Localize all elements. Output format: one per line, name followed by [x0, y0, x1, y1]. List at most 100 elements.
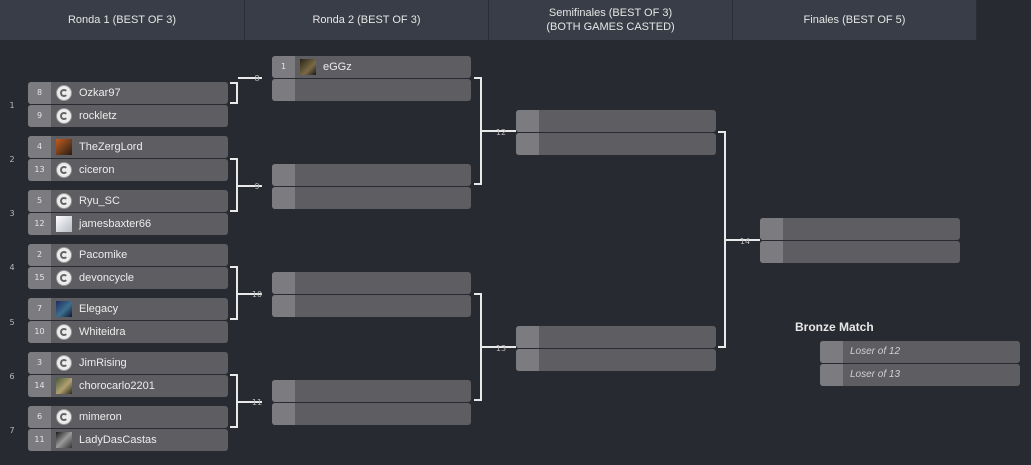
player-slot[interactable]: 2 Pacomike	[28, 244, 228, 266]
player-slot[interactable]	[272, 272, 471, 294]
player-slot[interactable]: 9 rockletz	[28, 105, 228, 127]
match-1[interactable]: 8 Ozkar97 9 rockletz	[28, 82, 228, 128]
round-title: Ronda 1 (BEST OF 3)	[67, 14, 176, 26]
player-name: Ozkar97	[79, 87, 121, 99]
player-slot[interactable]: 3 JimRising	[28, 352, 228, 374]
player-slot[interactable]: Loser of 13	[820, 364, 1020, 386]
seed	[516, 110, 539, 132]
match-13[interactable]	[516, 326, 716, 372]
seed: 15	[28, 267, 51, 289]
player-slot[interactable]: 11 LadyDasCastas	[28, 429, 228, 451]
player-name: Pacomike	[79, 249, 128, 261]
player-slot[interactable]: 12 jamesbaxter66	[28, 213, 228, 235]
seed	[820, 364, 843, 386]
seed: 8	[28, 82, 51, 104]
player-slot[interactable]: 13 ciceron	[28, 159, 228, 181]
seed	[272, 380, 295, 402]
seed: 11	[28, 429, 51, 451]
player-slot[interactable]	[760, 218, 960, 240]
bracket-connector	[230, 158, 238, 212]
player-slot[interactable]	[760, 241, 960, 263]
player-slot[interactable]	[272, 187, 471, 209]
player-slot[interactable]	[516, 133, 716, 155]
bracket-connector	[482, 130, 516, 132]
bracket-connector	[238, 77, 262, 79]
match-12[interactable]	[516, 110, 716, 156]
player-slot[interactable]	[272, 79, 471, 101]
player-slot[interactable]: 4 TheZergLord	[28, 136, 228, 158]
seed	[516, 326, 539, 348]
player-slot[interactable]: 7 Elegacy	[28, 298, 228, 320]
seed: 1	[272, 56, 295, 78]
player-slot[interactable]	[516, 326, 716, 348]
seed	[272, 272, 295, 294]
round-title: Ronda 2 (BEST OF 3)	[312, 14, 421, 26]
bracket-connector	[230, 82, 238, 104]
seed	[272, 187, 295, 209]
match-9[interactable]	[272, 164, 471, 210]
round-subtitle: (BOTH GAMES CASTED)	[546, 21, 675, 33]
player-slot[interactable]: 5 Ryu_SC	[28, 190, 228, 212]
match-14[interactable]	[760, 218, 960, 264]
seed: 3	[28, 352, 51, 374]
player-slot[interactable]	[272, 403, 471, 425]
player-slot[interactable]: 15 devoncycle	[28, 267, 228, 289]
match-number: 10	[251, 290, 263, 299]
player-slot[interactable]	[516, 349, 716, 371]
player-slot[interactable]: Loser of 12	[820, 341, 1020, 363]
default-avatar-icon	[56, 409, 72, 425]
bracket-connector	[230, 374, 238, 428]
player-slot[interactable]	[272, 295, 471, 317]
seed	[820, 341, 843, 363]
seed	[272, 79, 295, 101]
match-number: 3	[9, 209, 15, 218]
match-number: 6	[9, 372, 15, 381]
seed	[760, 218, 783, 240]
bracket-connector	[238, 401, 262, 403]
round-header-4: Finales (BEST OF 5)	[733, 0, 977, 40]
seed: 2	[28, 244, 51, 266]
match-number: 14	[739, 237, 751, 246]
seed: 9	[28, 105, 51, 127]
match-5[interactable]: 7 Elegacy 10 Whiteidra	[28, 298, 228, 344]
default-avatar-icon	[56, 324, 72, 340]
match-number: 7	[9, 426, 15, 435]
match-4[interactable]: 2 Pacomike 15 devoncycle	[28, 244, 228, 290]
seed: 12	[28, 213, 51, 235]
seed: 5	[28, 190, 51, 212]
seed	[516, 349, 539, 371]
default-avatar-icon	[56, 162, 72, 178]
default-avatar-icon	[56, 355, 72, 371]
player-name: jamesbaxter66	[79, 218, 152, 230]
seed	[272, 164, 295, 186]
player-slot[interactable]: 6 mimeron	[28, 406, 228, 428]
match-11[interactable]	[272, 380, 471, 426]
player-name: Ryu_SC	[79, 195, 120, 207]
bronze-match-title: Bronze Match	[795, 320, 874, 334]
player-slot[interactable]: 1 eGGz	[272, 56, 471, 78]
round-header-2: Ronda 2 (BEST OF 3)	[245, 0, 489, 40]
match-2[interactable]: 4 TheZergLord 13 ciceron	[28, 136, 228, 182]
seed	[272, 403, 295, 425]
player-name: devoncycle	[79, 272, 135, 284]
player-avatar-icon	[56, 216, 72, 232]
match-number: 2	[9, 155, 15, 164]
player-slot[interactable]	[516, 110, 716, 132]
bracket-connector	[230, 266, 238, 320]
match-8[interactable]: 1 eGGz	[272, 56, 471, 102]
bracket-connector	[718, 131, 726, 348]
match-3[interactable]: 5 Ryu_SC 12 jamesbaxter66	[28, 190, 228, 236]
round-header-3: Semifinales (BEST OF 3) (BOTH GAMES CAST…	[489, 0, 733, 40]
match-number: 1	[9, 101, 15, 110]
match-10[interactable]	[272, 272, 471, 318]
match-7[interactable]: 6 mimeron 11 LadyDasCastas	[28, 406, 228, 452]
player-slot[interactable]: 8 Ozkar97	[28, 82, 228, 104]
player-slot[interactable]	[272, 164, 471, 186]
bronze-match[interactable]: Loser of 12 Loser of 13	[820, 341, 1020, 387]
seed	[760, 241, 783, 263]
player-slot[interactable]: 14 chorocarlo2201	[28, 375, 228, 397]
match-6[interactable]: 3 JimRising 14 chorocarlo2201	[28, 352, 228, 398]
player-slot[interactable]: 10 Whiteidra	[28, 321, 228, 343]
player-name: Elegacy	[79, 303, 119, 315]
player-slot[interactable]	[272, 380, 471, 402]
